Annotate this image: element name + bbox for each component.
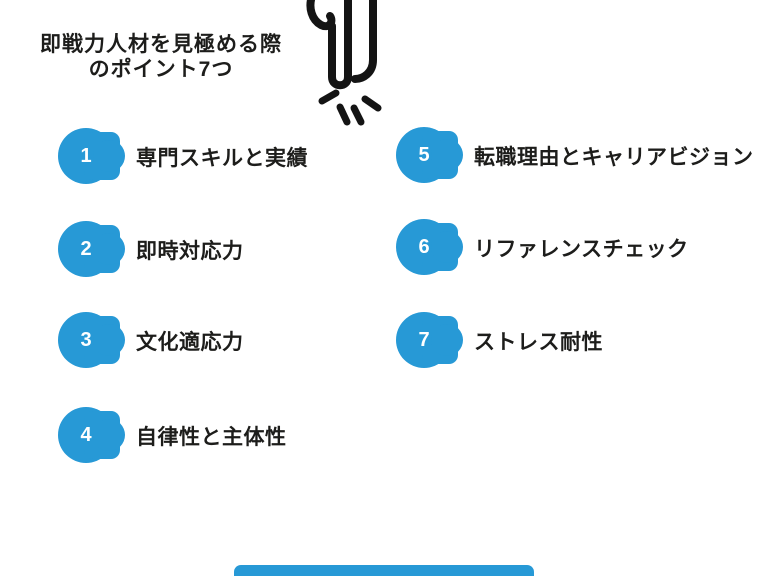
item-label: 専門スキルと実績	[136, 146, 308, 170]
badge-number: 1	[80, 144, 92, 167]
list-item-3: 3 文化適応力	[58, 312, 244, 369]
page-title-line1: 即戦力人材を見極める際	[40, 33, 282, 56]
list-item-2: 2 即時対応力	[58, 221, 244, 278]
badge-shape	[93, 419, 125, 451]
badge-number: 5	[418, 143, 430, 166]
badge-shape	[93, 233, 125, 265]
number-badge-2: 2	[58, 221, 125, 278]
badge-shape	[431, 324, 463, 356]
number-badge-6: 6	[396, 219, 463, 276]
number-badge-4: 4	[58, 407, 125, 464]
badge-shape	[431, 231, 463, 263]
emphasis-lines-icon	[318, 89, 382, 126]
number-badge-3: 3	[58, 312, 125, 369]
badge-number: 7	[418, 328, 430, 351]
item-label: ストレス耐性	[474, 330, 603, 354]
page-title-line2: のポイント7つ	[88, 58, 234, 81]
list-item-5: 5 転職理由とキャリアビジョン	[396, 127, 754, 184]
badge-number: 6	[418, 235, 430, 258]
list-item-4: 4 自律性と主体性	[58, 407, 287, 464]
page-title: 即戦力人材を見極める際 のポイント7つ	[18, 32, 304, 82]
badge-number: 2	[80, 237, 92, 260]
badge-shape	[93, 324, 125, 356]
number-badge-5: 5	[396, 127, 463, 184]
list-item-6: 6 リファレンスチェック	[396, 219, 689, 276]
badge-number: 4	[80, 423, 92, 446]
badge-number: 3	[80, 328, 92, 351]
list-item-1: 1 専門スキルと実績	[58, 128, 308, 185]
bottom-accent-bar	[234, 565, 534, 576]
item-label: 即時対応力	[136, 239, 244, 263]
badge-shape	[431, 139, 463, 171]
item-label: 自律性と主体性	[136, 425, 287, 449]
item-label: 文化適応力	[136, 330, 244, 354]
number-badge-7: 7	[396, 312, 463, 369]
number-badge-1: 1	[58, 128, 125, 185]
list-item-7: 7 ストレス耐性	[396, 312, 603, 369]
item-label: 転職理由とキャリアビジョン	[474, 145, 754, 169]
badge-shape	[93, 140, 125, 172]
hand-pointing-down-icon	[306, 0, 382, 126]
item-label: リファレンスチェック	[474, 237, 689, 261]
